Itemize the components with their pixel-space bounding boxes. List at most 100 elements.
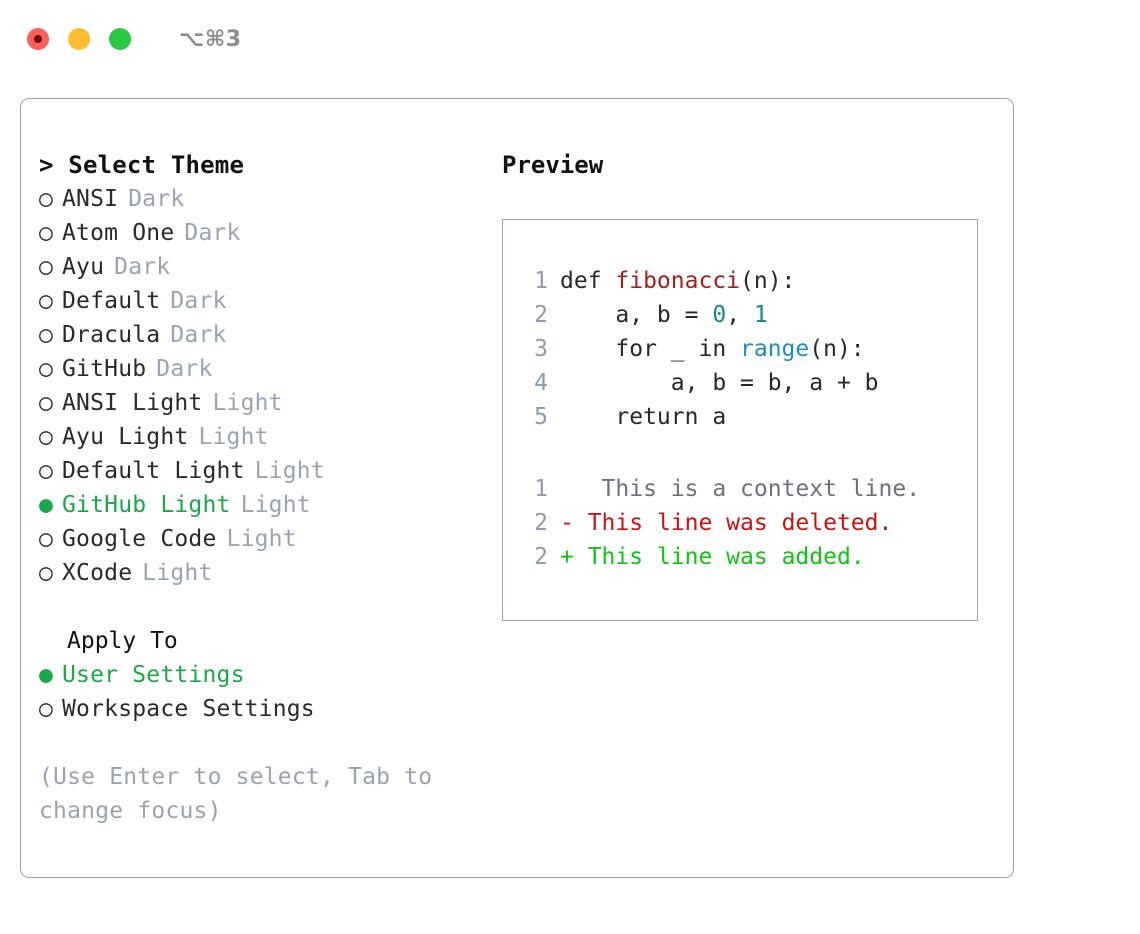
radio-unselected-icon[interactable]: ○ [39,696,54,722]
radio-unselected-icon[interactable]: ○ [39,288,54,314]
code-line: 1 def fibonacci(n): [522,264,967,298]
radio-unselected-icon[interactable]: ○ [39,424,54,450]
radio-unselected-icon[interactable]: ○ [39,322,54,348]
code-token-num: 1 [753,302,768,328]
radio-selected-icon[interactable]: ● [39,492,54,518]
radio-unselected-icon[interactable]: ○ [39,254,54,280]
theme-option-row[interactable]: ○ ANSI Dark [39,182,494,216]
radio-unselected-icon[interactable]: ○ [39,560,54,586]
zoom-window-button[interactable] [109,28,131,50]
theme-option-name: Dracula [62,322,161,348]
theme-option-row[interactable]: ○ Atom One Dark [39,216,494,250]
diff-line-text: This line was deleted. [573,510,893,536]
radio-selected-icon[interactable]: ● [39,662,54,688]
theme-option-name: Ayu Light [62,424,189,450]
theme-variant-tag: Light [212,390,283,416]
minimize-window-button[interactable] [68,28,90,50]
code-token-func: fibonacci [615,268,741,294]
code-line-text: for _ in range(n): [560,332,865,366]
theme-variant-tag: Dark [156,356,213,382]
diff-line: 2+ This line was added. [522,540,967,574]
apply-to-block: Apply To ●User Settings○Workspace Settin… [39,624,494,726]
select-theme-header: > Select Theme [39,151,245,179]
radio-unselected-icon[interactable]: ○ [39,526,54,552]
code-line-text: a, b = 0, 1 [560,298,768,332]
preview-title: Preview [502,151,604,179]
theme-variant-tag: Dark [170,322,227,348]
code-token-plain: a, b = [560,302,713,328]
code-token-plain: (n): [809,336,865,362]
theme-option-row[interactable]: ○ Default Dark [39,284,494,318]
theme-variant-tag: Dark [184,220,241,246]
code-token-plain: a, b = b, a + b [560,370,879,396]
code-line-number: 4 [534,370,548,396]
theme-option-name: Ayu [62,254,105,280]
theme-option-name: Default [62,288,161,314]
diff-marker [560,472,574,506]
code-line: 2 a, b = 0, 1 [522,298,967,332]
code-token-plain: , [726,302,754,328]
code-token-call: range [740,336,810,362]
theme-variant-tag: Light [254,458,325,484]
diff-line-number: 2 [534,510,548,536]
diff-line: 2- This line was deleted. [522,506,967,540]
diff-line-number: 1 [534,476,548,502]
apply-to-list: ● User Settings ○ Workspace Settings [39,658,494,726]
code-line: 4 a, b = b, a + b [522,366,967,400]
traffic-light-group [27,28,131,50]
code-token-num: 0 [712,302,727,328]
theme-option-name: ANSI [62,186,119,212]
theme-variant-tag: Light [240,492,311,518]
theme-option-name: Atom One [62,220,175,246]
code-token-plain: return a [560,404,727,430]
theme-variant-tag: Dark [128,186,185,212]
radio-unselected-icon[interactable]: ○ [39,356,54,382]
theme-option-name: Google Code [62,526,217,552]
diff-line-number: 2 [534,544,548,570]
diff-line: 1 This is a context line. [522,472,967,506]
theme-variant-tag: Light [226,526,297,552]
diff-line-text: This line was added. [573,544,865,570]
apply-to-option-name: Workspace Settings [62,696,315,722]
theme-option-name: GitHub [62,356,147,382]
radio-unselected-icon[interactable]: ○ [39,390,54,416]
theme-variant-tag: Dark [170,288,227,314]
apply-to-option-name: User Settings [62,662,245,688]
apply-to-option-row[interactable]: ● User Settings [39,658,494,692]
theme-option-row[interactable]: ○ GitHub Dark [39,352,494,386]
code-line-number: 2 [534,302,548,328]
keyboard-shortcut-label: ⌥⌘3 [179,26,242,52]
diff-line-text: This is a context line. [573,476,921,502]
code-token-plain: def [560,268,616,294]
diff-sample: 1 This is a context line.2- This line wa… [522,472,967,574]
apply-to-option-row[interactable]: ○ Workspace Settings [39,692,494,726]
code-line-number: 5 [534,404,548,430]
diff-marker: - [560,510,574,536]
radio-unselected-icon[interactable]: ○ [39,186,54,212]
code-line: 5 return a [522,400,967,434]
code-token-plain: (n): [740,268,796,294]
close-window-button[interactable] [27,28,49,50]
code-token-plain: for _ in [560,336,741,362]
theme-option-row[interactable]: ○ Google Code Light [39,522,494,556]
theme-variant-tag: Light [142,560,213,586]
code-line-number: 1 [534,268,548,294]
radio-unselected-icon[interactable]: ○ [39,220,54,246]
title-bar: ⌥⌘3 [0,0,1140,78]
theme-option-row[interactable]: ○ Dracula Dark [39,318,494,352]
radio-unselected-icon[interactable]: ○ [39,458,54,484]
